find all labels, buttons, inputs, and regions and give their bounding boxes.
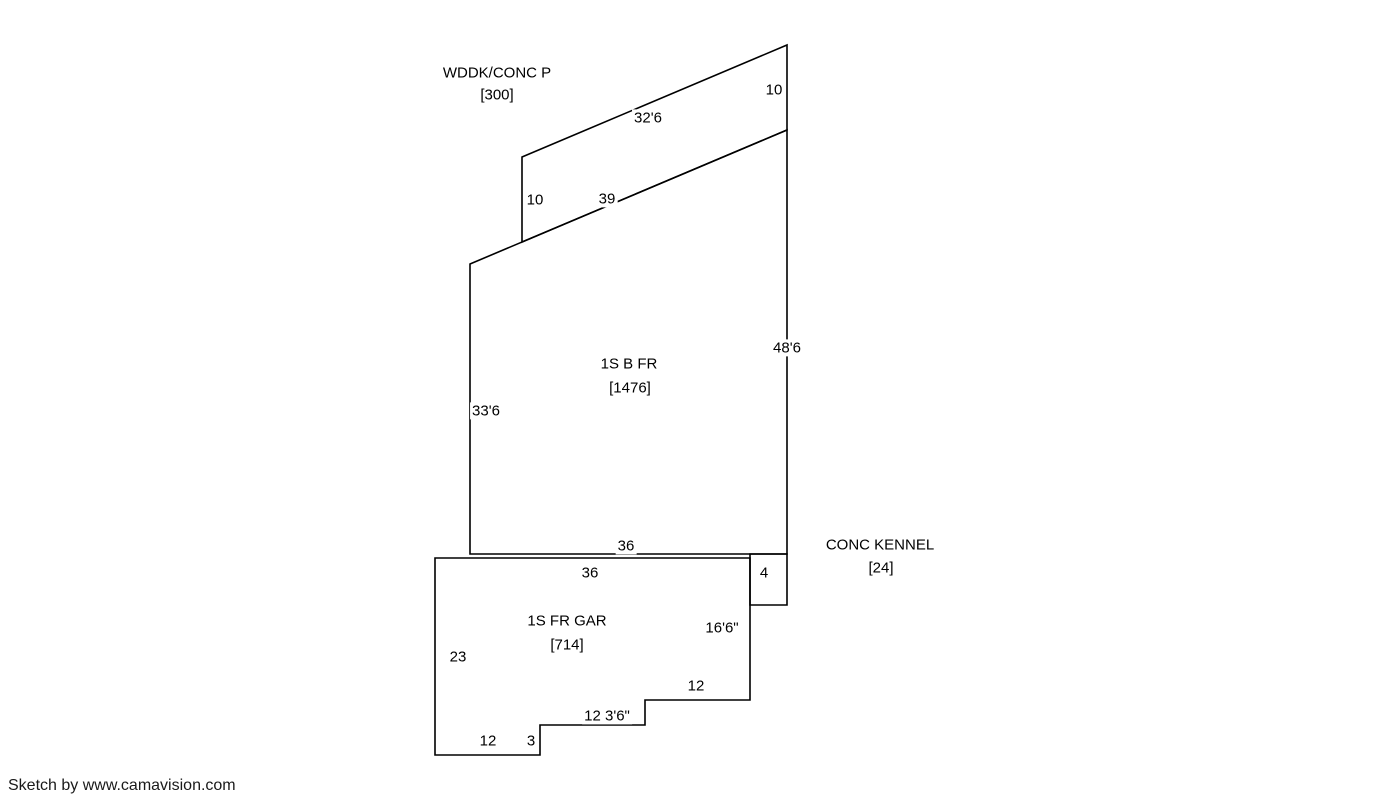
- main-building-outline: [469, 128, 788, 555]
- kennel-area-label: [24]: [866, 559, 896, 577]
- main-name-label: 1S B FR: [598, 355, 660, 373]
- garage-outline: [434, 557, 751, 756]
- wddk-dim-top-label: 32'6: [632, 109, 664, 127]
- garage-name-label: 1S FR GAR: [525, 612, 609, 630]
- garage-dim-step-small-label: 3: [524, 732, 538, 750]
- garage-dim-right-label: 16'6": [703, 619, 741, 637]
- garage-dim-step-mid-label: 12: [685, 677, 707, 695]
- garage-area-label: [714]: [548, 636, 586, 654]
- wddk-outline: [521, 43, 788, 244]
- garage-dim-top-label: 36: [579, 564, 601, 582]
- main-dim-top-label: 39: [596, 190, 618, 208]
- kennel-name-label: CONC KENNEL: [823, 536, 937, 554]
- garage-dim-bottom-label: 12: [477, 732, 499, 750]
- wddk-area-label: [300]: [478, 86, 516, 104]
- main-area-label: [1476]: [607, 379, 653, 397]
- garage-dim-step-low-label: 12 3'6": [582, 707, 632, 725]
- main-dim-right-label: 48'6: [771, 339, 803, 357]
- wddk-name-label: WDDK/CONC P: [440, 64, 554, 82]
- sketch-credit-text: Sketch by www.camavision.com: [8, 777, 236, 794]
- kennel-outline: [749, 553, 788, 606]
- wddk-dim-left-label: 10: [524, 191, 546, 209]
- garage-dim-left-label: 23: [447, 648, 469, 666]
- main-dim-left-label: 33'6: [470, 402, 502, 420]
- main-dim-bottom-label: 36: [615, 537, 637, 555]
- wddk-dim-right-label: 10: [763, 81, 785, 99]
- kennel-dim-width-label: 4: [757, 564, 771, 582]
